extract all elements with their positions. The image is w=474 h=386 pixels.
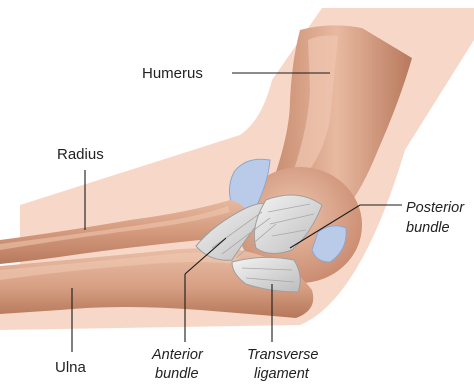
- radius-label: Radius: [57, 146, 104, 163]
- anterior-label-line2: bundle: [155, 366, 199, 382]
- humerus-label: Humerus: [142, 65, 203, 82]
- posterior-label-line2: bundle: [406, 220, 450, 236]
- transverse-label-line2: ligament: [254, 366, 310, 382]
- transverse-label-line1: Transverse: [247, 347, 318, 363]
- anterior-label-line1: Anterior: [151, 347, 204, 363]
- ulna-label: Ulna: [55, 359, 87, 376]
- posterior-label-line1: Posterior: [406, 200, 465, 216]
